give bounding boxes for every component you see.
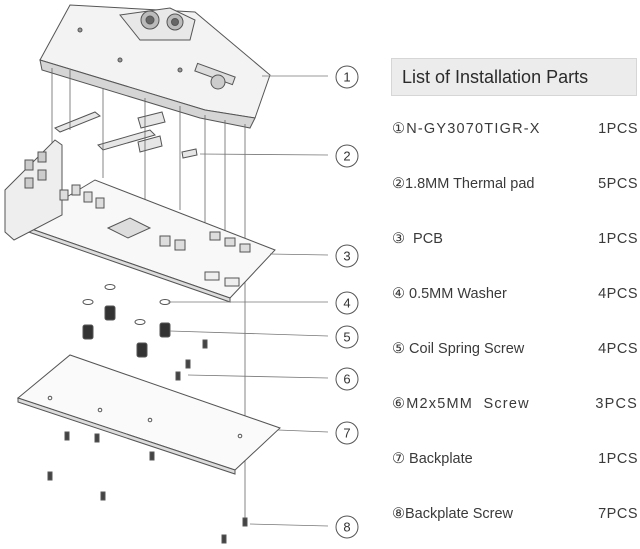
callout-label-1: 1 [343,70,350,85]
part-name: ⑤ Coil Spring Screw [392,341,525,357]
part-qty: 4PCS [598,286,638,302]
washers [82,284,171,325]
part-name: ⑦ Backplate [392,451,473,467]
callout-label-3: 3 [343,249,350,264]
callout-label-2: 2 [343,149,350,164]
part-row-2: ②1.8MM Thermal pad 5PCS [392,173,638,195]
pcb-board [4,139,276,303]
part-qty: 5PCS [598,176,638,192]
part-qty: 7PCS [598,506,638,522]
part-row-5: ⑤ Coil Spring Screw 4PCS [392,338,638,360]
coil-spring-screws [82,305,171,358]
part-name: ⑧Backplate Screw [392,506,513,522]
callout-label-6: 6 [343,372,350,387]
part-qty: 3PCS [595,396,638,412]
part-row-3: ③ PCB 1PCS [392,228,638,250]
callout-label-8: 8 [343,520,350,535]
callout-6 [335,367,359,391]
part-row-4: ④ 0.5MM Washer 4PCS [392,283,638,305]
part-name: ⑥M2x5MM Screw [392,396,530,412]
part-row-7: ⑦ Backplate 1PCS [392,448,638,470]
water-block [39,4,271,129]
part-qty: 4PCS [598,341,638,357]
parts-list-title: List of Installation Parts [391,58,637,96]
callout-label-7: 7 [343,426,350,441]
thermal-pads [54,111,198,159]
callout-4 [335,291,359,315]
callout-8 [335,515,359,539]
callout-7 [335,421,359,445]
part-row-6: ⑥M2x5MM Screw 3PCS [392,393,638,415]
callout-markers [335,65,359,539]
m2-screws [175,339,208,381]
part-qty: 1PCS [598,121,638,137]
part-row-1: ①N-GY3070TIGR-X 1PCS [392,118,638,140]
backplate-screws [47,431,248,544]
part-qty: 1PCS [598,451,638,467]
callout-label-4: 4 [343,296,350,311]
parts-list-title-text: List of Installation Parts [402,66,589,87]
backplate [16,354,281,475]
callout-label-5: 5 [343,330,350,345]
part-name: ②1.8MM Thermal pad [392,176,535,192]
callout-2 [335,144,359,168]
part-name: ④ 0.5MM Washer [392,286,507,302]
part-row-8: ⑧Backplate Screw 7PCS [392,503,638,525]
part-name: ③ PCB [392,231,443,247]
callout-5 [335,325,359,349]
part-name: ①N-GY3070TIGR-X [392,121,541,137]
part-qty: 1PCS [598,231,638,247]
callout-3 [335,244,359,268]
callout-1 [335,65,359,89]
